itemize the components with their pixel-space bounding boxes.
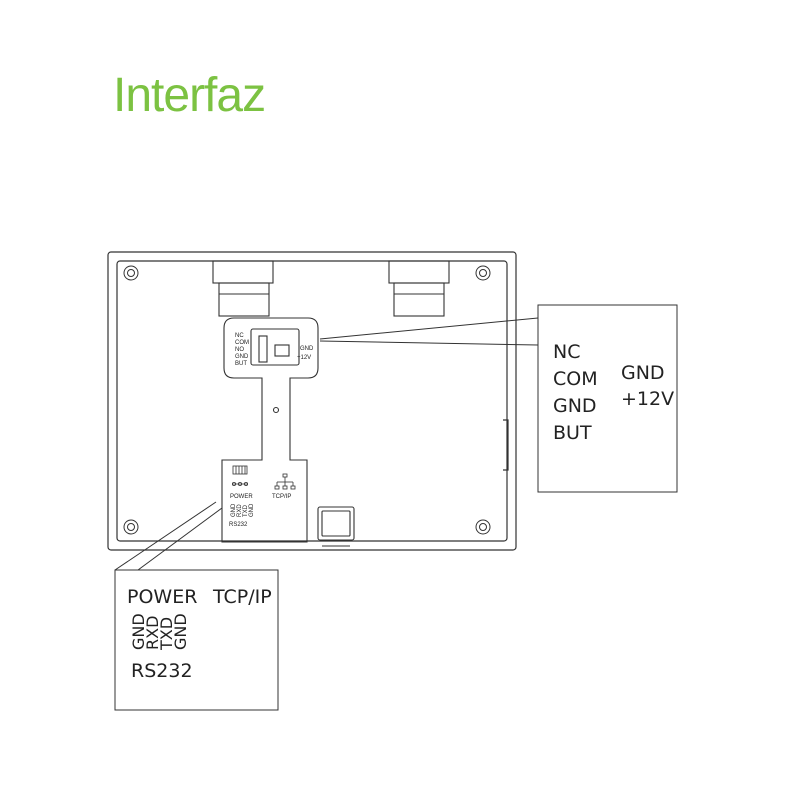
callout-pin-rxd: RXD <box>143 616 162 650</box>
callout-right: NC COM GND BUT GND +12V <box>537 304 678 493</box>
power-connector-icon <box>231 465 248 486</box>
callout-label-12v: +12V <box>621 388 674 410</box>
tiny-label-rs232: RS232 <box>229 522 248 528</box>
callout-left: POWER TCP/IP GND RXD TXD GND RS232 <box>114 569 279 711</box>
callout-label-tcpip: TCP/IP <box>212 586 272 608</box>
callout-label-com: COM <box>553 368 598 390</box>
tiny-label-no: NO <box>235 347 244 353</box>
callout-label-gnd-right: GND <box>621 362 665 384</box>
tiny-label-nc: NC <box>235 333 244 339</box>
network-icon <box>274 473 296 490</box>
tiny-pin-labels: GND <box>231 503 237 517</box>
connector-channel <box>221 317 355 547</box>
callout-label-nc: NC <box>553 341 580 363</box>
callout-pin-gnd: GND <box>129 613 148 650</box>
device-body <box>107 251 517 551</box>
tiny-pin-rxd: RXD <box>237 504 243 517</box>
screw-icon-bottom-right <box>475 519 491 535</box>
tiny-label-power: POWER <box>230 494 253 500</box>
top-panel-labels: NC COM NO GND BUT GND +12V <box>235 333 314 367</box>
callout-label-rs232: RS232 <box>131 660 193 682</box>
tiny-label-gnd: GND <box>235 354 249 360</box>
tiny-label-but: BUT <box>235 361 247 367</box>
tiny-pin-gnd: GND <box>231 503 237 517</box>
tiny-label-gnd-right: GND <box>300 346 314 352</box>
leader-lines <box>114 317 539 571</box>
callout-pin-gnd-2: GND <box>171 613 190 650</box>
callout-label-gnd: GND <box>553 395 597 417</box>
page-title: Interfaz <box>113 69 266 122</box>
screw-icon-bottom-left <box>123 519 139 535</box>
mount-bracket-right <box>388 260 450 317</box>
tiny-pin-txd: TXD <box>243 504 249 517</box>
tiny-label-tcpip: TCP/IP <box>272 494 291 500</box>
callout-pin-txd: TXD <box>157 617 176 651</box>
callout-label-power: POWER <box>127 586 197 608</box>
mount-bracket-left <box>212 260 274 317</box>
bottom-panel: POWER TCP/IP GND RXD TXD GND RS232 <box>229 465 296 528</box>
tiny-label-com: COM <box>235 340 249 346</box>
tiny-label-12v: +12V <box>297 355 311 361</box>
callout-label-but: BUT <box>553 422 592 444</box>
screw-icon-top-left <box>123 265 139 281</box>
screw-icon-top-right <box>475 265 491 281</box>
tiny-pin-gnd-2: GND <box>249 503 255 517</box>
